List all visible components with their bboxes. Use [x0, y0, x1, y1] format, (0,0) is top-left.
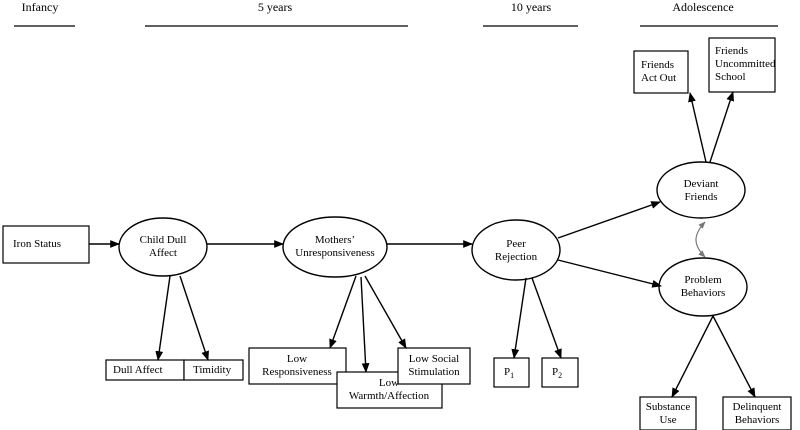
- low-warmth-label: Low Warmth/Affection: [349, 377, 429, 403]
- arrow-peer-to-p2: [531, 277, 562, 359]
- period-adolescence: Adolescence: [672, 0, 734, 14]
- low-social-line2: Stimulation: [408, 366, 460, 378]
- mothers-line1: Mothers’: [314, 234, 356, 246]
- friends-uncommitted-box: [708, 37, 776, 93]
- peer-line1: Peer: [506, 238, 526, 250]
- arrow-dull-to-timidity: [179, 275, 209, 361]
- iron-status-label: Iron Status: [13, 238, 61, 250]
- low-warmth-line2: Warmth/Affection: [348, 390, 430, 402]
- p2-label: P2: [552, 366, 562, 382]
- peer-rejection-node: [471, 219, 561, 281]
- peer-line2: Rejection: [494, 251, 538, 263]
- arrow-problem-to-delinquent: [712, 315, 756, 398]
- low-social-line1: Low Social: [408, 353, 460, 365]
- peer-rejection-label: Peer Rejection: [495, 238, 537, 264]
- substance-line2: Use: [659, 414, 677, 426]
- timidity-label: Timidity: [193, 364, 232, 376]
- child-dull-affect-line1: Child Dull: [139, 234, 187, 246]
- arrow-peer-to-deviant: [557, 201, 661, 239]
- act-out-line2: Act Out: [641, 72, 677, 84]
- arrow-dull-to-dull-affect: [155, 275, 171, 361]
- period-infancy: Infancy: [21, 0, 59, 14]
- uncommitted-line2: Uncommitted: [715, 58, 776, 70]
- deviant-friends-node: [656, 161, 746, 219]
- delinquent-line2: Behaviors: [734, 414, 780, 426]
- p2-sub: 2: [558, 371, 563, 381]
- arrow-peer-to-p1: [511, 277, 527, 359]
- friends-act-out-label: Friends Act Out: [641, 59, 676, 85]
- correlation-deviant-problem: [695, 221, 706, 258]
- child-dull-affect-label: Child Dull Affect: [140, 234, 187, 260]
- act-out-line1: Friends: [641, 59, 674, 71]
- uncommitted-line3: School: [715, 71, 746, 83]
- p1-sub: 1: [510, 371, 515, 381]
- problem-behaviors-label: Problem Behaviors: [681, 274, 726, 300]
- substance-use-label: Substance Use: [646, 401, 691, 427]
- dull-affect-label: Dull Affect: [113, 364, 163, 376]
- problem-line1: Problem: [684, 274, 722, 286]
- delinquent-behaviors-box: [722, 396, 792, 430]
- iron-status-box: [2, 225, 90, 264]
- timidity-box: [183, 359, 244, 381]
- low-resp-line2: Responsiveness: [262, 366, 332, 378]
- friends-act-out-box: [633, 50, 689, 94]
- low-responsiveness-label: Low Responsiveness: [262, 353, 332, 379]
- p2-base: P: [552, 366, 559, 378]
- substance-use-box: [639, 396, 697, 430]
- p1-label: P1: [504, 366, 514, 382]
- low-social-stimulation-label: Low Social Stimulation: [408, 353, 459, 379]
- low-social-stimulation-box: [397, 347, 471, 385]
- delinquent-line1: Delinquent: [732, 401, 782, 413]
- arrow-mothers-to-low-resp: [329, 275, 357, 349]
- problem-line2: Behaviors: [680, 287, 726, 299]
- low-responsiveness-box: [248, 347, 347, 385]
- uncommitted-line1: Friends: [715, 45, 748, 57]
- arrow-deviant-to-uncommitted: [709, 91, 734, 163]
- period-5-years: 5 years: [257, 0, 293, 14]
- deviant-line1: Deviant: [683, 178, 719, 190]
- p1-box: [493, 357, 530, 388]
- arrow-peer-to-problem: [557, 259, 662, 288]
- period-10-years: 10 years: [510, 0, 552, 14]
- friends-uncommitted-label: Friends Uncommitted School: [715, 45, 776, 84]
- deviant-friends-label: Deviant Friends: [684, 178, 719, 204]
- mothers-unresponsiveness-label: Mothers’ Unresponsiveness: [295, 234, 374, 260]
- substance-line1: Substance: [645, 401, 691, 413]
- arrow-problem-to-substance: [671, 315, 714, 398]
- mothers-line2: Unresponsiveness: [295, 247, 375, 259]
- arrow-mothers-to-low-social: [364, 275, 407, 349]
- low-warmth-line1: Low: [378, 377, 400, 389]
- deviant-line2: Friends: [684, 191, 718, 203]
- arrow-deviant-to-act-out: [688, 92, 707, 163]
- low-resp-line1: Low: [286, 353, 308, 365]
- arrow-mothers-to-low-warmth: [360, 276, 370, 373]
- child-dull-affect-line2: Affect: [149, 247, 177, 259]
- delinquent-behaviors-label: Delinquent Behaviors: [733, 401, 782, 427]
- p1-base: P: [504, 366, 511, 378]
